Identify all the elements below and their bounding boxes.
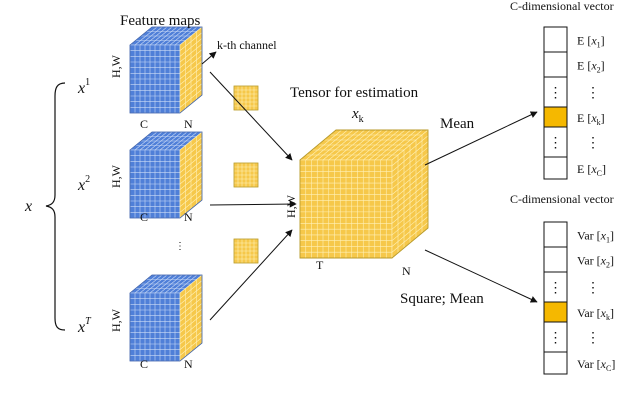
arrow-kth-channel bbox=[201, 51, 217, 65]
var-vector-label: Var [x1] bbox=[577, 229, 614, 245]
mean-vector-label: E [x1] bbox=[577, 34, 605, 50]
cube3-c-label: C bbox=[140, 357, 148, 371]
var-vector-label: Var [x2] bbox=[577, 254, 614, 270]
cube3-hw-label: H,W bbox=[109, 308, 123, 332]
cube1-hw-label: H,W bbox=[109, 54, 123, 78]
cube1-c-label: C bbox=[140, 117, 148, 131]
arrow-mean bbox=[424, 111, 538, 166]
arrow-x2-to-tensor bbox=[209, 200, 297, 208]
feature-maps-title: Feature maps bbox=[120, 13, 201, 29]
var-vector-cell-6 bbox=[543, 351, 568, 375]
cube2-n-label: N bbox=[184, 210, 193, 224]
input-x1: x1 bbox=[77, 77, 90, 97]
mean-vector: E [x1] E [x2] ⋮ ⋮ E [xk] ⋮ ⋮ E [xC] bbox=[543, 26, 606, 180]
mean-vector-cell-6 bbox=[543, 156, 568, 180]
var-vector-label: Var [xC] bbox=[577, 357, 615, 373]
mean-vector-cell-dots: ⋮ bbox=[549, 86, 563, 101]
mean-vector-label: E [xC] bbox=[577, 162, 606, 178]
mean-vector-cell-1 bbox=[543, 26, 568, 53]
feature-map-cubes bbox=[129, 26, 203, 362]
mean-vector-label: E [xk] bbox=[577, 111, 605, 127]
var-vector-cell-dots: ⋮ bbox=[549, 331, 563, 346]
cube2-hw-label: H,W bbox=[109, 164, 123, 188]
kth-channel-label: k-th channel bbox=[217, 38, 277, 52]
var-vector-label-dots: ⋮ bbox=[586, 281, 600, 296]
var-vector-cell-4 bbox=[543, 301, 568, 323]
mean-label: Mean bbox=[440, 116, 475, 132]
var-vector-label-dots: ⋮ bbox=[586, 331, 600, 346]
channel-square-1 bbox=[233, 85, 259, 111]
channel-squares bbox=[233, 85, 259, 264]
var-vector-cell-dots: ⋮ bbox=[549, 281, 563, 296]
arrow-xT-to-tensor bbox=[209, 229, 293, 321]
cube3-n-label: N bbox=[184, 357, 193, 371]
mean-vector-cell-2 bbox=[543, 51, 568, 78]
arrow-square-mean bbox=[424, 249, 538, 303]
var-vector-cell-2 bbox=[543, 246, 568, 273]
arrow-x1-to-tensor bbox=[209, 71, 293, 161]
input-brace bbox=[45, 82, 66, 331]
cube2-c-label: C bbox=[140, 210, 148, 224]
feature-cube-2 bbox=[129, 131, 203, 219]
cdim-top-title: C-dimensional vector bbox=[510, 0, 614, 13]
mean-vector-label-dots: ⋮ bbox=[586, 136, 600, 151]
channel-square-2 bbox=[233, 162, 259, 188]
mean-vector-label-dots: ⋮ bbox=[586, 86, 600, 101]
variance-vector: Var [x1] Var [x2] ⋮ ⋮ Var [xk] ⋮ ⋮ Var [xC] bbox=[543, 221, 615, 375]
cubes-ellipsis: ⋮ bbox=[175, 241, 185, 252]
var-vector-label: Var [xk] bbox=[577, 306, 614, 322]
cdim-bottom-title: C-dimensional vector bbox=[510, 192, 614, 206]
tensor-symbol: xk bbox=[351, 106, 364, 125]
feature-cube-1 bbox=[129, 26, 203, 114]
cube1-n-label: N bbox=[184, 117, 193, 131]
feature-cube-3 bbox=[129, 274, 203, 362]
channel-square-3 bbox=[233, 238, 259, 264]
square-mean-label: Square; Mean bbox=[400, 291, 484, 307]
tensor-hw-label: H,W bbox=[284, 194, 298, 218]
mean-vector-label: E [x2] bbox=[577, 59, 605, 75]
tensor-t-label: T bbox=[316, 258, 324, 272]
tensor-title: Tensor for estimation bbox=[290, 85, 419, 101]
input-x-symbol: x bbox=[24, 198, 32, 215]
input-xT: xT bbox=[77, 316, 92, 336]
estimation-tensor-cube bbox=[299, 129, 429, 259]
mean-vector-cell-4 bbox=[543, 106, 568, 128]
tensor-n-label: N bbox=[402, 264, 411, 278]
input-x2: x2 bbox=[77, 174, 90, 194]
var-vector-cell-1 bbox=[543, 221, 568, 248]
mean-vector-cell-dots: ⋮ bbox=[549, 136, 563, 151]
